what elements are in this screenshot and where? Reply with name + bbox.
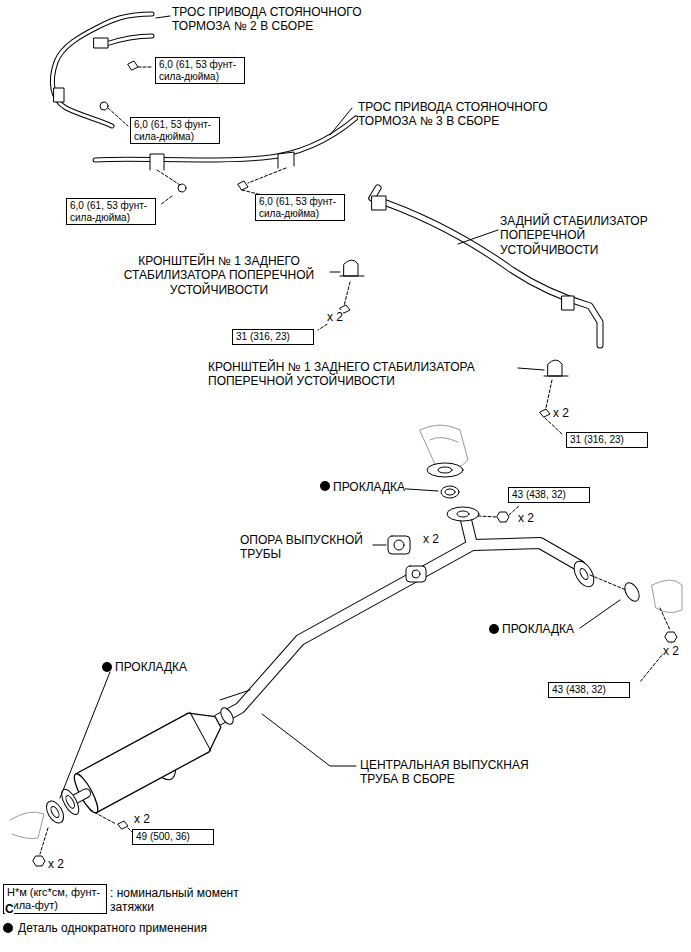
quantity-label: x 2 <box>327 310 343 324</box>
torque-box: 6,0 (61, 53 фунт-сила-дюйма) <box>155 57 245 84</box>
quantity-label: x 2 <box>553 406 569 420</box>
part-label-box: x 2 <box>134 812 164 826</box>
torque-box: 31 (316, 23) <box>232 329 314 345</box>
torque-value: 43 (438, 32) <box>552 684 626 696</box>
part-label-box: ТРОС ПРИВОДА СТОЯНОЧНОГО ТОРМОЗА № 2 В С… <box>172 5 372 34</box>
quantity-label: x 2 <box>663 644 679 658</box>
legend-text: : номинальный момент затяжки <box>110 886 250 915</box>
part-label-box: x 2 <box>518 511 548 525</box>
torque-box: 31 (316, 23) <box>566 432 648 448</box>
torque-value: 6,0 (61, 53 фунт-сила-дюйма) <box>159 59 241 82</box>
quantity-label: x 2 <box>48 857 64 871</box>
torque-box: 6,0 (61, 53 фунт-сила-дюйма) <box>66 198 156 225</box>
torque-box: 6,0 (61, 53 фунт-сила-дюйма) <box>130 117 220 144</box>
part-name: КРОНШТЕЙН № 1 ЗАДНЕГО СТАБИЛИЗАТОРА ПОПЕ… <box>208 360 475 388</box>
part-label-box: ПРОКЛАДКА <box>115 660 195 674</box>
part-label-box: ЦЕНТРАЛЬНАЯ ВЫПУСКНАЯ ТРУБА В СБОРЕ <box>360 758 555 787</box>
torque-value: 6,0 (61, 53 фунт-сила-дюйма) <box>134 119 216 142</box>
part-name: ПРОКЛАДКА <box>333 480 405 494</box>
torque-box: 43 (438, 32) <box>548 682 630 698</box>
torque-value: 6,0 (61, 53 фунт-сила-дюйма) <box>259 196 341 219</box>
part-name: ПРОКЛАДКА <box>115 660 187 674</box>
part-name: ОПОРА ВЫПУСКНОЙ ТРУБЫ <box>240 533 363 561</box>
part-label-box: x 2 <box>553 406 583 420</box>
torque-value: 49 (500, 36) <box>136 831 210 843</box>
quantity-label: C <box>5 902 14 916</box>
torque-box: 49 (500, 36) <box>132 829 214 845</box>
part-label-box: x 2 <box>327 310 357 324</box>
quantity-label: x 2 <box>423 532 439 546</box>
part-label-box: ОПОРА ВЫПУСКНОЙ ТРУБЫ <box>240 533 372 562</box>
legend-torque-box: Н*м (кгс*см, фунт-сила-фут) <box>3 884 107 914</box>
torque-value: 31 (316, 23) <box>236 331 310 343</box>
torque-value: 43 (438, 32) <box>512 489 586 501</box>
torque-value: 31 (316, 23) <box>570 434 644 446</box>
part-label-box: ТРОС ПРИВОДА СТОЯНОЧНОГО ТОРМОЗА № 3 В С… <box>358 100 558 129</box>
part-label-box: x 2 <box>423 532 453 546</box>
torque-box: 6,0 (61, 53 фунт-сила-дюйма) <box>255 194 345 221</box>
part-name: КРОНШТЕЙН № 1 ЗАДНЕГО СТАБИЛИЗАТОРА ПОПЕ… <box>124 254 314 297</box>
part-name: ЗАДНИЙ СТАБИЛИЗАТОР ПОПЕРЕЧНОЙ УСТОЙЧИВО… <box>500 214 648 257</box>
part-label-box: КРОНШТЕЙН № 1 ЗАДНЕГО СТАБИЛИЗАТОРА ПОПЕ… <box>110 254 328 297</box>
part-name: ПРОКЛАДКА <box>502 622 574 636</box>
legend-text: Деталь однократного применения <box>18 921 278 935</box>
part-name: ЦЕНТРАЛЬНАЯ ВЫПУСКНАЯ ТРУБА В СБОРЕ <box>360 758 529 786</box>
part-label-box: C <box>5 902 25 916</box>
torque-value: Н*м (кгс*см, фунт-сила-фут) <box>7 886 103 911</box>
torque-box: 43 (438, 32) <box>508 487 590 503</box>
part-label-box: ПРОКЛАДКА <box>333 480 413 494</box>
part-label-box: x 2 <box>663 644 689 658</box>
part-label-box: x 2 <box>48 857 78 871</box>
quantity-label: x 2 <box>134 812 150 826</box>
quantity-label: x 2 <box>518 511 534 525</box>
part-label-box: КРОНШТЕЙН № 1 ЗАДНЕГО СТАБИЛИЗАТОРА ПОПЕ… <box>208 360 516 389</box>
part-name: ТРОС ПРИВОДА СТОЯНОЧНОГО ТОРМОЗА № 2 В С… <box>172 5 362 33</box>
torque-value: 6,0 (61, 53 фунт-сила-дюйма) <box>70 200 152 223</box>
part-name: ТРОС ПРИВОДА СТОЯНОЧНОГО ТОРМОЗА № 3 В С… <box>358 100 548 128</box>
part-label-box: ПРОКЛАДКА <box>502 622 582 636</box>
part-label-box: ЗАДНИЙ СТАБИЛИЗАТОР ПОПЕРЕЧНОЙ УСТОЙЧИВО… <box>500 214 675 257</box>
